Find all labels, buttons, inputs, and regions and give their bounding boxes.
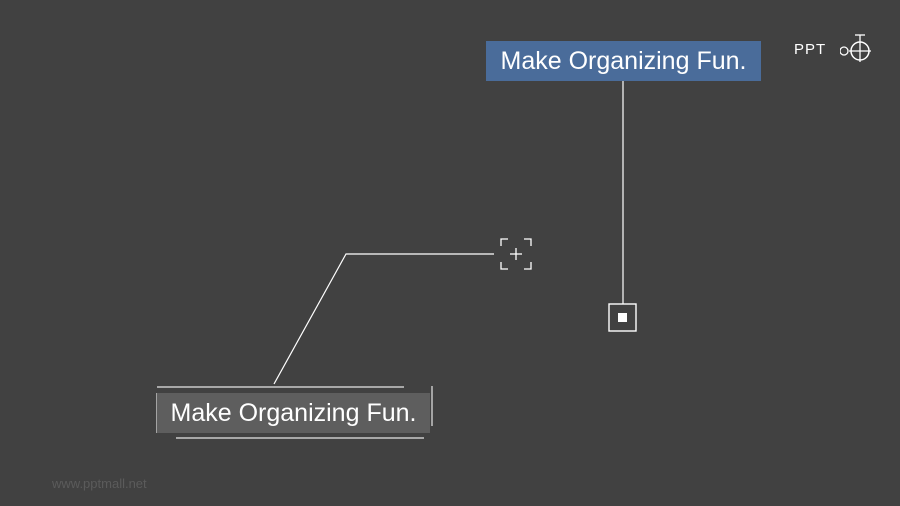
bottom-connector-line xyxy=(273,253,494,385)
logo: PPT xyxy=(794,33,874,65)
plus-focus-icon xyxy=(500,238,532,270)
bottom-callout-box: Make Organizing Fun. xyxy=(157,393,430,433)
target-crosshair-icon xyxy=(840,34,871,62)
top-callout-text: Make Organizing Fun. xyxy=(500,47,747,75)
logo-text: PPT xyxy=(794,41,827,58)
bottom-callout-text: Make Organizing Fun. xyxy=(170,399,417,427)
top-callout-box: Make Organizing Fun. xyxy=(486,41,761,81)
square-point-icon xyxy=(608,303,637,332)
watermark-text: www.pptmall.net xyxy=(52,476,147,491)
